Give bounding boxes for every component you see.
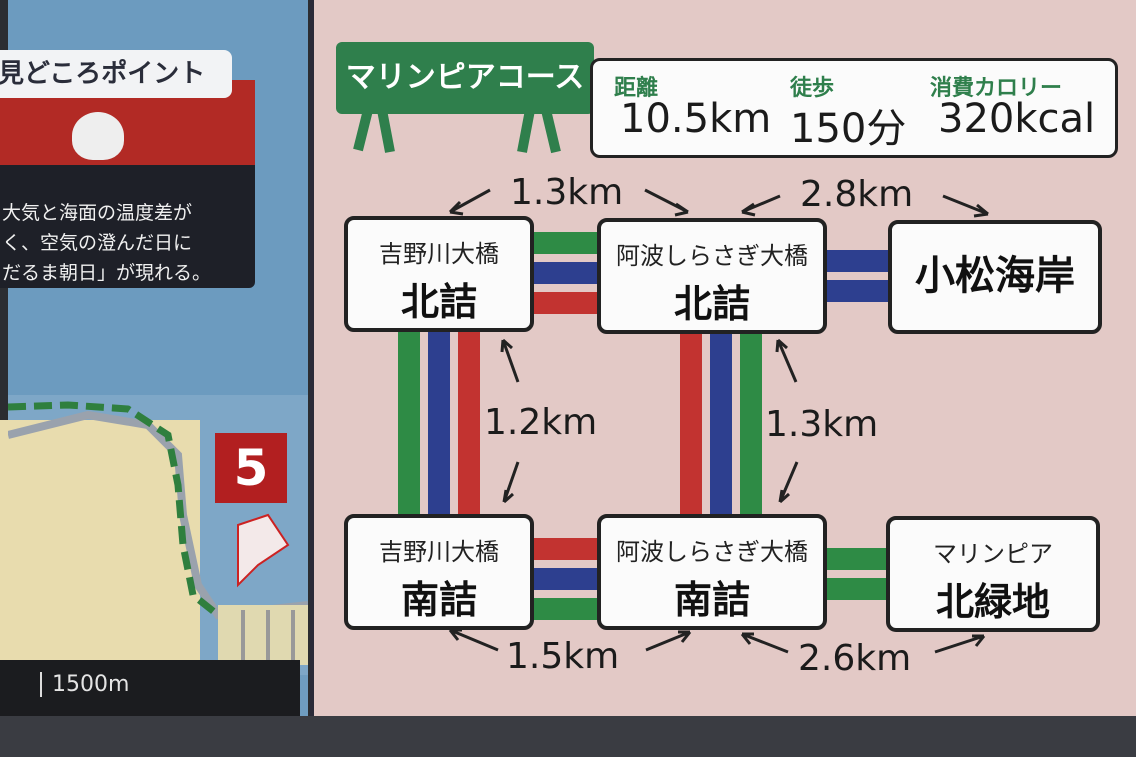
station-main-label: 北緑地: [935, 580, 1050, 624]
course-stats-box: [590, 58, 1118, 158]
walking-route-line: [8, 401, 221, 618]
sign-base: [0, 716, 1136, 757]
scale-bar: [0, 660, 300, 716]
course-name-badge: マリンピアコース: [336, 42, 594, 114]
scale-label: 1500m: [40, 672, 129, 697]
station-sub-label: 阿波しらさぎ大橋: [616, 242, 808, 270]
distance-label: 1.3km: [510, 172, 624, 213]
distance-label: 1.5km: [506, 636, 620, 677]
station-main-label: 南詰: [400, 578, 477, 622]
route-line-blue: [532, 262, 602, 284]
route-line-blue: [428, 330, 450, 516]
viewpoint-text-line: だるま朝日」が現れる。: [2, 262, 212, 284]
sun-icon: [72, 112, 124, 160]
station-main-label: 北詰: [673, 282, 750, 326]
station-yoshinogawa-north: 吉野川大橋 北詰: [344, 216, 534, 332]
route-line-blue: [825, 250, 893, 272]
route-line-red: [532, 292, 602, 314]
station-yoshinogawa-south: 吉野川大橋 南詰: [344, 514, 534, 630]
distance-label: 1.2km: [484, 402, 598, 443]
station-sub-label: 阿波しらさぎ大橋: [616, 538, 808, 566]
stat-label-distance: 距離: [614, 76, 659, 101]
stat-value-calories: 320kcal: [938, 96, 1096, 142]
distance-label: 1.3km: [765, 404, 879, 445]
route-line-red: [680, 330, 702, 516]
station-main-label: 南詰: [673, 578, 750, 622]
station-main-label: 北詰: [400, 280, 477, 324]
station-sub-label: マリンピア: [933, 540, 1053, 568]
stat-label-walk: 徒歩: [790, 76, 835, 101]
distance-arrows: [448, 188, 989, 654]
route-line-red: [532, 538, 602, 560]
stat-value-walk: 150分: [790, 106, 907, 152]
route-line-green: [398, 330, 420, 516]
route-connectors: [353, 108, 989, 654]
station-marinpia-north-green: マリンピア 北緑地: [886, 516, 1100, 632]
route-line-green: [532, 232, 602, 254]
route-line-green: [825, 578, 893, 600]
route-line-green: [825, 548, 893, 570]
route-line-red: [458, 330, 480, 516]
station-komatsu-coast: 小松海岸: [888, 220, 1102, 334]
route-line-green: [740, 330, 762, 516]
station-sub-label: 吉野川大橋: [379, 538, 499, 566]
route-line-blue: [825, 280, 893, 302]
route-line-green: [532, 598, 602, 620]
signpost-legs: [353, 108, 561, 154]
station-awa-shirasagi-south: 阿波しらさぎ大橋 南詰: [597, 514, 827, 630]
viewpoint-header: 見どころポイント: [0, 50, 232, 98]
station-awa-shirasagi-north: 阿波しらさぎ大橋 北詰: [597, 218, 827, 334]
station-sub-label: 吉野川大橋: [379, 240, 499, 268]
stat-value-distance: 10.5km: [620, 96, 772, 142]
station-main-label: 小松海岸: [915, 253, 1075, 299]
route-line-blue: [532, 568, 602, 590]
distance-label: 2.6km: [798, 638, 912, 679]
pointing-hand-icon: [237, 513, 290, 588]
map-route-svg: [8, 401, 308, 665]
viewpoint-text-line: く、空気の澄んだ日に: [2, 232, 193, 254]
distance-label: 2.8km: [800, 174, 914, 215]
stat-label-calories: 消費カロリー: [930, 76, 1063, 101]
route-line-blue: [710, 330, 732, 516]
map-land-area: [0, 420, 200, 680]
map-marker-number: 5: [215, 433, 287, 503]
viewpoint-text-line: 大気と海面の温度差が: [2, 202, 193, 224]
